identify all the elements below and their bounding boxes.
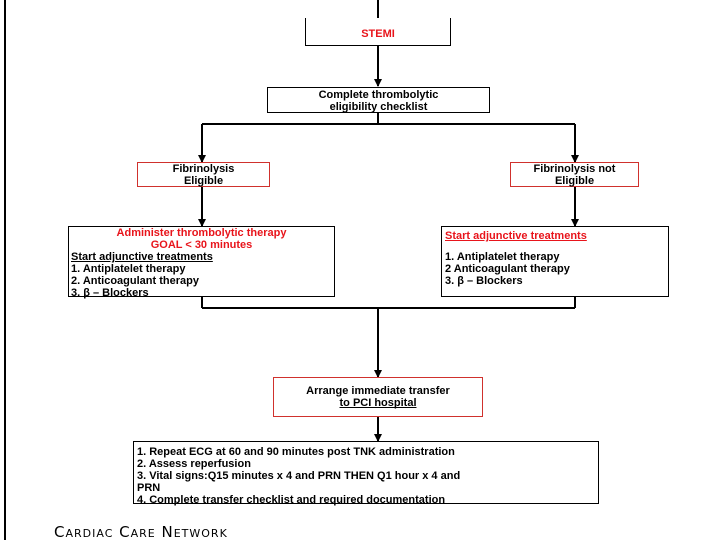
step-vital-signs: 3. Vital signs:Q15 minutes x 4 and PRN T…: [137, 470, 461, 482]
goal-time-label: GOAL < 30 minutes: [150, 239, 253, 251]
right-item-antiplatelet: 1. Antiplatelet therapy: [445, 251, 560, 263]
step-repeat-ecg: 1. Repeat ECG at 60 and 90 minutes post …: [137, 446, 455, 458]
slide-left-edge: [4, 0, 6, 540]
right-item-anticoagulant: 2 Anticoagulant therapy: [445, 263, 570, 275]
right-adjunctive-heading: Start adjunctive treatments: [445, 230, 587, 242]
fibrinolysis-not-eligible-box: Fibrinolysis not Eligible: [510, 162, 639, 187]
stemi-label: STEMI: [361, 28, 395, 40]
transfer-line-1: Arrange immediate transfer: [306, 385, 450, 397]
left-adjunctive-heading: Start adjunctive treatments: [71, 251, 213, 263]
step-transfer-checklist: 4. Complete transfer checklist and requi…: [137, 494, 446, 506]
stemi-box: STEMI: [305, 18, 451, 46]
thrombolytic-heading: Administer thrombolytic therapy: [116, 227, 287, 239]
arrange-transfer-box: Arrange immediate transfer to PCI hospit…: [273, 377, 483, 417]
thrombolytic-therapy-box: Administer thrombolytic therapy GOAL < 3…: [68, 226, 335, 299]
right-item-beta-blockers: 3. β – Blockers: [445, 275, 523, 287]
transfer-line-2: to PCI hospital: [274, 397, 482, 409]
left-item-anticoagulant: 2. Anticoagulant therapy: [71, 275, 199, 287]
not-eligible-line-1: Fibrinolysis not: [533, 163, 616, 175]
left-item-beta-blockers: 3. β – Blockers: [71, 287, 149, 299]
fibrinolysis-eligible-box: Fibrinolysis Eligible: [137, 162, 270, 187]
step-vital-signs-continued: PRN: [137, 482, 161, 494]
step-assess-reperfusion: 2. Assess reperfusion: [137, 458, 251, 470]
post-tnk-steps-box: 1. Repeat ECG at 60 and 90 minutes post …: [133, 441, 599, 506]
right-spacer: [445, 242, 665, 251]
adjunctive-treatment-box: Start adjunctive treatments 1. Antiplate…: [441, 226, 669, 297]
checklist-line-2: eligibility checklist: [329, 101, 428, 113]
eligible-line-2: Eligible: [183, 175, 224, 187]
checklist-line-1: Complete thrombolytic: [318, 89, 439, 101]
cardiac-care-network-logo-text: Cardiac Care Network: [54, 523, 228, 541]
eligibility-checklist-box: Complete thrombolytic eligibility checkl…: [267, 87, 490, 113]
left-item-antiplatelet: 1. Antiplatelet therapy: [71, 263, 186, 275]
not-eligible-line-2: Eligible: [554, 175, 595, 187]
transfer-line-2-text: to PCI hospital: [339, 397, 417, 409]
eligible-line-1: Fibrinolysis: [172, 163, 235, 175]
